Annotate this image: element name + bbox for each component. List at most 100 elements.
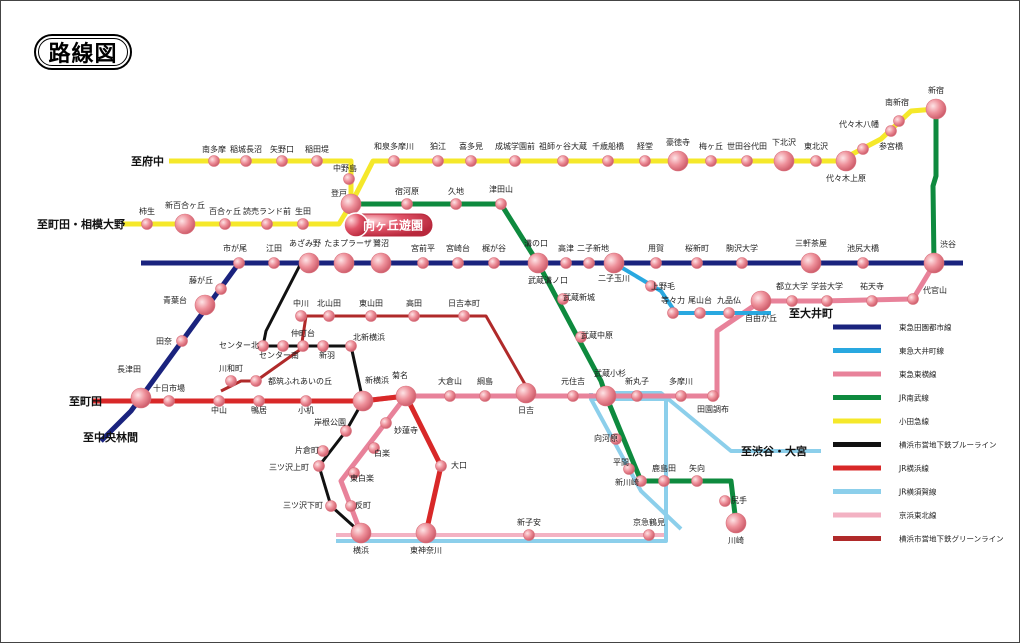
station-marker[interactable] xyxy=(141,218,153,230)
station-marker[interactable] xyxy=(257,340,269,352)
station-marker[interactable] xyxy=(515,382,537,404)
station-marker[interactable] xyxy=(365,310,377,322)
station-marker[interactable] xyxy=(810,155,822,167)
station-marker[interactable] xyxy=(401,198,413,210)
station-marker[interactable] xyxy=(219,218,231,230)
station-marker[interactable] xyxy=(575,331,587,343)
station-marker[interactable] xyxy=(208,155,220,167)
station-marker[interactable] xyxy=(233,257,245,269)
station-marker[interactable] xyxy=(174,213,196,235)
station-marker[interactable] xyxy=(658,475,670,487)
station-marker[interactable] xyxy=(276,155,288,167)
station-marker[interactable] xyxy=(650,257,662,269)
station-marker[interactable] xyxy=(340,425,352,437)
station-marker[interactable] xyxy=(925,98,947,120)
station-marker[interactable] xyxy=(277,340,289,352)
station-marker[interactable] xyxy=(595,385,617,407)
station-marker[interactable] xyxy=(623,463,635,475)
station-marker[interactable] xyxy=(352,390,374,412)
station-marker[interactable] xyxy=(250,375,262,387)
station-marker[interactable] xyxy=(350,522,372,544)
station-marker[interactable] xyxy=(885,125,897,137)
station-marker[interactable] xyxy=(527,252,549,274)
station-marker[interactable] xyxy=(194,294,216,316)
station-marker[interactable] xyxy=(635,475,647,487)
station-marker[interactable] xyxy=(557,293,569,305)
station-marker[interactable] xyxy=(295,310,307,322)
station-marker[interactable] xyxy=(450,198,462,210)
station-marker[interactable] xyxy=(313,460,325,472)
station-marker[interactable] xyxy=(866,295,878,307)
station-marker[interactable] xyxy=(408,310,420,322)
station-marker[interactable] xyxy=(835,150,857,172)
station-marker[interactable] xyxy=(583,257,595,269)
station-marker[interactable] xyxy=(495,198,507,210)
station-marker[interactable] xyxy=(298,252,320,274)
station-marker[interactable] xyxy=(488,257,500,269)
station-marker[interactable] xyxy=(300,395,312,407)
station-marker[interactable] xyxy=(215,283,227,295)
station-marker[interactable] xyxy=(725,512,747,534)
station-marker[interactable] xyxy=(333,252,355,274)
station-marker[interactable] xyxy=(857,257,869,269)
station-marker[interactable] xyxy=(667,307,679,319)
station-marker[interactable] xyxy=(323,310,335,322)
station-marker[interactable] xyxy=(253,395,265,407)
station-marker[interactable] xyxy=(602,155,614,167)
station-marker[interactable] xyxy=(639,155,651,167)
station-marker[interactable] xyxy=(130,387,152,409)
station-marker[interactable] xyxy=(603,252,625,274)
station-marker[interactable] xyxy=(317,340,329,352)
station-marker[interactable] xyxy=(432,155,444,167)
station-marker[interactable] xyxy=(821,295,833,307)
station-marker[interactable] xyxy=(675,390,687,402)
station-marker[interactable] xyxy=(435,460,447,472)
station-marker[interactable] xyxy=(345,340,357,352)
station-marker[interactable] xyxy=(893,115,905,127)
station-marker[interactable] xyxy=(458,310,470,322)
station-marker[interactable] xyxy=(345,500,357,512)
station-marker[interactable] xyxy=(225,375,237,387)
station-marker[interactable] xyxy=(370,252,392,274)
station-marker[interactable] xyxy=(773,150,795,172)
station-marker[interactable] xyxy=(691,475,703,487)
station-marker[interactable] xyxy=(707,390,719,402)
station-marker[interactable] xyxy=(415,522,437,544)
station-marker[interactable] xyxy=(240,155,252,167)
station-marker[interactable] xyxy=(509,155,521,167)
station-marker[interactable] xyxy=(645,280,657,292)
station-marker[interactable] xyxy=(741,155,753,167)
station-marker[interactable] xyxy=(297,218,309,230)
station-marker[interactable] xyxy=(176,335,188,347)
station-marker[interactable] xyxy=(667,150,689,172)
station-marker[interactable] xyxy=(705,155,717,167)
station-marker[interactable] xyxy=(452,257,464,269)
station-marker[interactable] xyxy=(631,390,643,402)
station-marker[interactable] xyxy=(723,307,735,319)
station-marker[interactable] xyxy=(479,390,491,402)
station-marker[interactable] xyxy=(261,218,273,230)
station-marker[interactable] xyxy=(560,257,572,269)
station-marker[interactable] xyxy=(719,495,731,507)
station-marker[interactable] xyxy=(857,143,869,155)
station-marker[interactable] xyxy=(643,529,655,541)
station-marker[interactable] xyxy=(523,529,535,541)
station-marker[interactable] xyxy=(557,155,569,167)
station-marker[interactable] xyxy=(268,257,280,269)
station-marker[interactable] xyxy=(567,390,579,402)
station-marker[interactable] xyxy=(297,340,309,352)
station-marker[interactable] xyxy=(388,155,400,167)
station-marker[interactable] xyxy=(800,252,822,274)
station-marker[interactable] xyxy=(343,173,355,185)
station-marker[interactable] xyxy=(694,307,706,319)
station-marker[interactable] xyxy=(213,395,225,407)
station-marker[interactable] xyxy=(368,442,380,454)
station-marker[interactable] xyxy=(610,433,622,445)
station-marker[interactable] xyxy=(380,417,392,429)
station-marker[interactable] xyxy=(786,295,798,307)
station-marker[interactable] xyxy=(325,500,337,512)
station-marker[interactable] xyxy=(163,395,175,407)
station-marker[interactable] xyxy=(348,467,360,479)
station-marker[interactable] xyxy=(417,257,429,269)
station-marker[interactable] xyxy=(750,290,772,312)
